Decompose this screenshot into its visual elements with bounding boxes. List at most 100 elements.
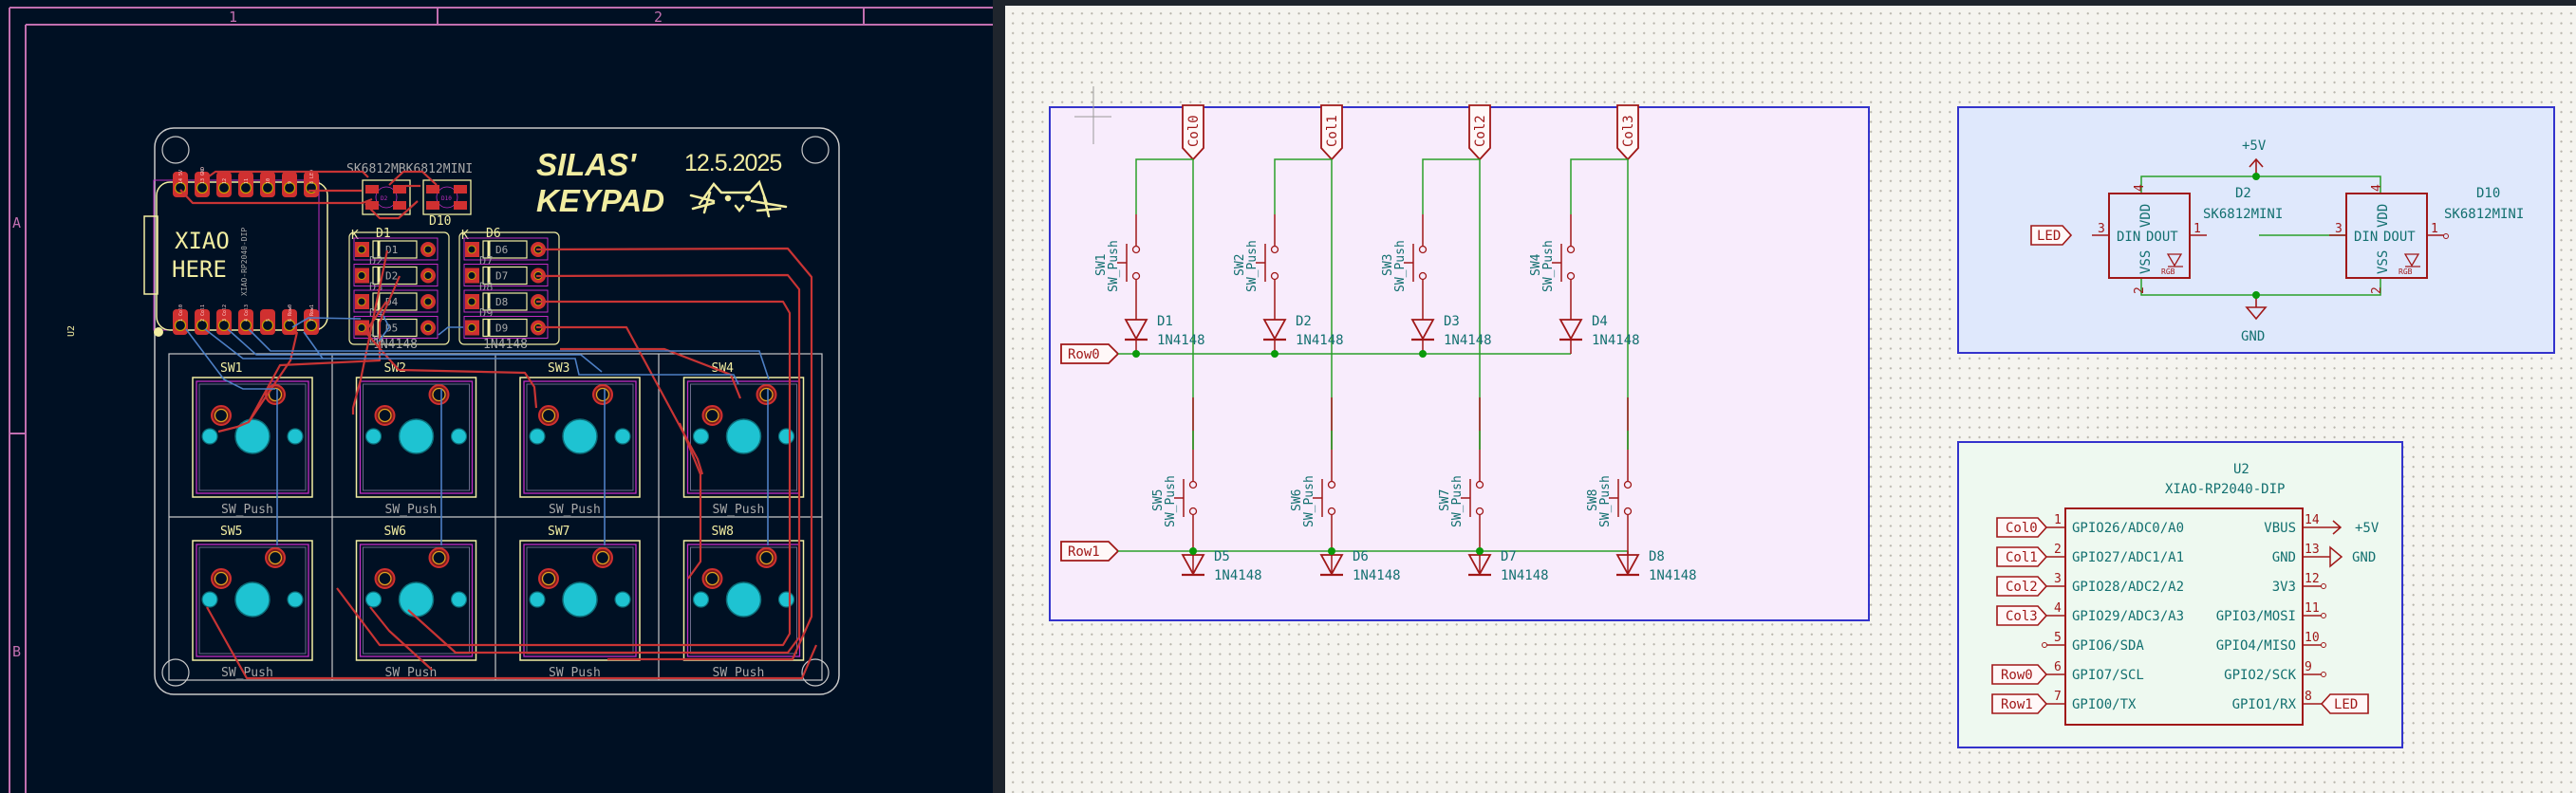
net-label-col0[interactable]: Col0 xyxy=(1996,517,2048,538)
net-label-row0[interactable]: Row0 xyxy=(1991,664,2048,685)
xiao-pad[interactable]: 14 5V xyxy=(173,170,188,197)
led-footprint-d10[interactable]: D10 xyxy=(422,179,472,215)
diode-value: 1N4148 xyxy=(1296,333,1344,348)
pad-drill xyxy=(239,319,252,332)
ground-triangle xyxy=(2245,306,2268,321)
xiao-pad[interactable]: 3 Col2 xyxy=(216,304,232,335)
net-label-col2[interactable]: Col2 xyxy=(1996,576,2048,597)
net-label-row0[interactable]: Row0 xyxy=(1060,343,1120,364)
xiao-pad[interactable]: 9 xyxy=(282,172,297,197)
net-label-col2[interactable]: Col2 xyxy=(1468,104,1491,161)
xiao-pad[interactable]: 8 LED xyxy=(304,170,319,197)
xiao-pad[interactable]: 10 xyxy=(260,172,275,197)
switch-value: SW_Push xyxy=(1541,240,1556,292)
net-label-col3[interactable]: Col3 xyxy=(1996,605,2048,626)
switch-fab xyxy=(363,383,470,491)
power-label: +5V xyxy=(2355,521,2380,536)
xiao-pad[interactable]: 4 Col3 xyxy=(238,304,253,335)
net-label-col1[interactable]: Col1 xyxy=(1996,546,2048,567)
pcb-layout[interactable]: 1 2 A B SILAS' KEYPAD 12.5.2025 xyxy=(0,0,993,793)
pane-divider[interactable] xyxy=(993,0,1005,793)
xiao-pad[interactable]: 11 xyxy=(238,172,253,197)
switch-ref: SW2 xyxy=(1233,254,1247,276)
diode-body xyxy=(372,292,418,311)
frame-column-2: 2 xyxy=(654,9,663,26)
switch-silk xyxy=(192,377,313,498)
led-footprint-d2[interactable]: D2 xyxy=(362,179,411,215)
led-ref-d10: D10 xyxy=(429,214,451,229)
net-label-led[interactable]: LED xyxy=(2320,693,2369,714)
net-label-row1[interactable]: Row1 xyxy=(1060,541,1120,562)
xiao-pad[interactable]: 2 Col1 xyxy=(195,304,210,335)
vdd-rail-wire xyxy=(2140,175,2381,194)
net-label-col0[interactable]: Col0 xyxy=(1182,104,1204,161)
front-copper-tracks xyxy=(179,170,818,680)
xiao-pad[interactable]: 12 xyxy=(216,172,232,197)
din-pin-num: 3 xyxy=(2098,222,2105,236)
xiao-pad[interactable]: 5 xyxy=(260,309,275,335)
pad-drill xyxy=(196,319,209,332)
net-label-col1[interactable]: Col1 xyxy=(1320,104,1343,161)
led-values-overlap: SK6812MBK6812MINI xyxy=(346,162,473,176)
xiao-pad[interactable]: 7 Row1 xyxy=(304,304,319,335)
xiao-pad[interactable]: 13 GND xyxy=(195,167,210,197)
net-label-row1[interactable]: Row1 xyxy=(1991,693,2048,714)
led-pad xyxy=(454,185,467,194)
xiao-pad[interactable]: 6 Row0 xyxy=(282,304,297,335)
diode-pad-drill xyxy=(357,245,366,254)
net-label-led-input[interactable]: LED xyxy=(2030,225,2073,246)
switch-pad-drill xyxy=(541,408,556,423)
net-label-col3[interactable]: Col3 xyxy=(1616,104,1639,161)
switch-silk xyxy=(519,377,641,498)
pad-drill xyxy=(196,181,209,194)
mounting-hole-bl xyxy=(161,658,190,687)
xiao-pad[interactable]: 1 Col0 xyxy=(173,304,188,335)
pcb-editor-canvas[interactable]: 1 2 A B SILAS' KEYPAD 12.5.2025 xyxy=(0,0,993,793)
diode-footprint[interactable]: D9 xyxy=(463,316,549,339)
pin-number: 5 xyxy=(2054,631,2062,645)
column-stub-wire xyxy=(1274,158,1332,214)
schematic-mcu-u2[interactable]: U2XIAO-RP2040-DIP1GPIO26/ADC0/A0Col02GPI… xyxy=(1991,462,2380,726)
switch-pad-drill xyxy=(432,387,446,402)
switch-ref: SW4 xyxy=(712,361,735,376)
switch-value: SW_Push xyxy=(221,666,273,680)
diode-triangle xyxy=(1262,319,1287,341)
hier-label-text: Col2 xyxy=(2006,580,2038,595)
pad-label: 4 Col3 xyxy=(244,304,250,322)
